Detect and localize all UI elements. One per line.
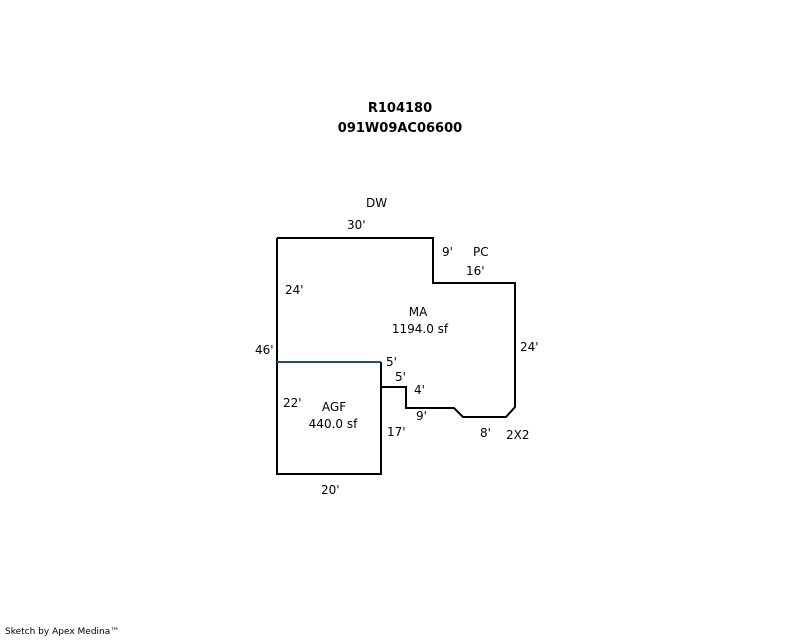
dim-agf-right: 17' [387,425,406,439]
area-agf-size: 440.0 sf [309,417,358,431]
area-ma-size: 1194.0 sf [392,322,449,336]
footer-credit: Sketch by Apex Medina™ [5,627,120,637]
label-dw: DW [366,196,387,210]
label-pc: PC [473,245,489,259]
dim-right: 24' [520,340,539,354]
dim-agf-bottom: 20' [321,483,340,497]
dim-bottom-jog: 9' [416,409,427,423]
dim-step-down: 9' [442,245,453,259]
dim-left-upper: 24' [285,283,304,297]
dim-pc-top: 16' [466,264,485,278]
area-agf-code: AGF [322,400,346,414]
dim-agf-left: 22' [283,396,302,410]
parcel-id: R104180 [367,101,433,116]
dim-bottom-right: 8' [480,426,491,440]
dim-left-total: 46' [255,343,274,357]
map-number: 091W09AC06600 [337,121,463,136]
label-2x2: 2X2 [506,428,530,442]
main-outline [276,237,516,475]
dim-top: 30' [347,218,366,232]
dim-agf-top: 5' [386,355,397,369]
dim-jog-top: 5' [395,370,406,384]
area-ma-code: MA [409,305,428,319]
dim-jog-down: 4' [414,383,425,397]
